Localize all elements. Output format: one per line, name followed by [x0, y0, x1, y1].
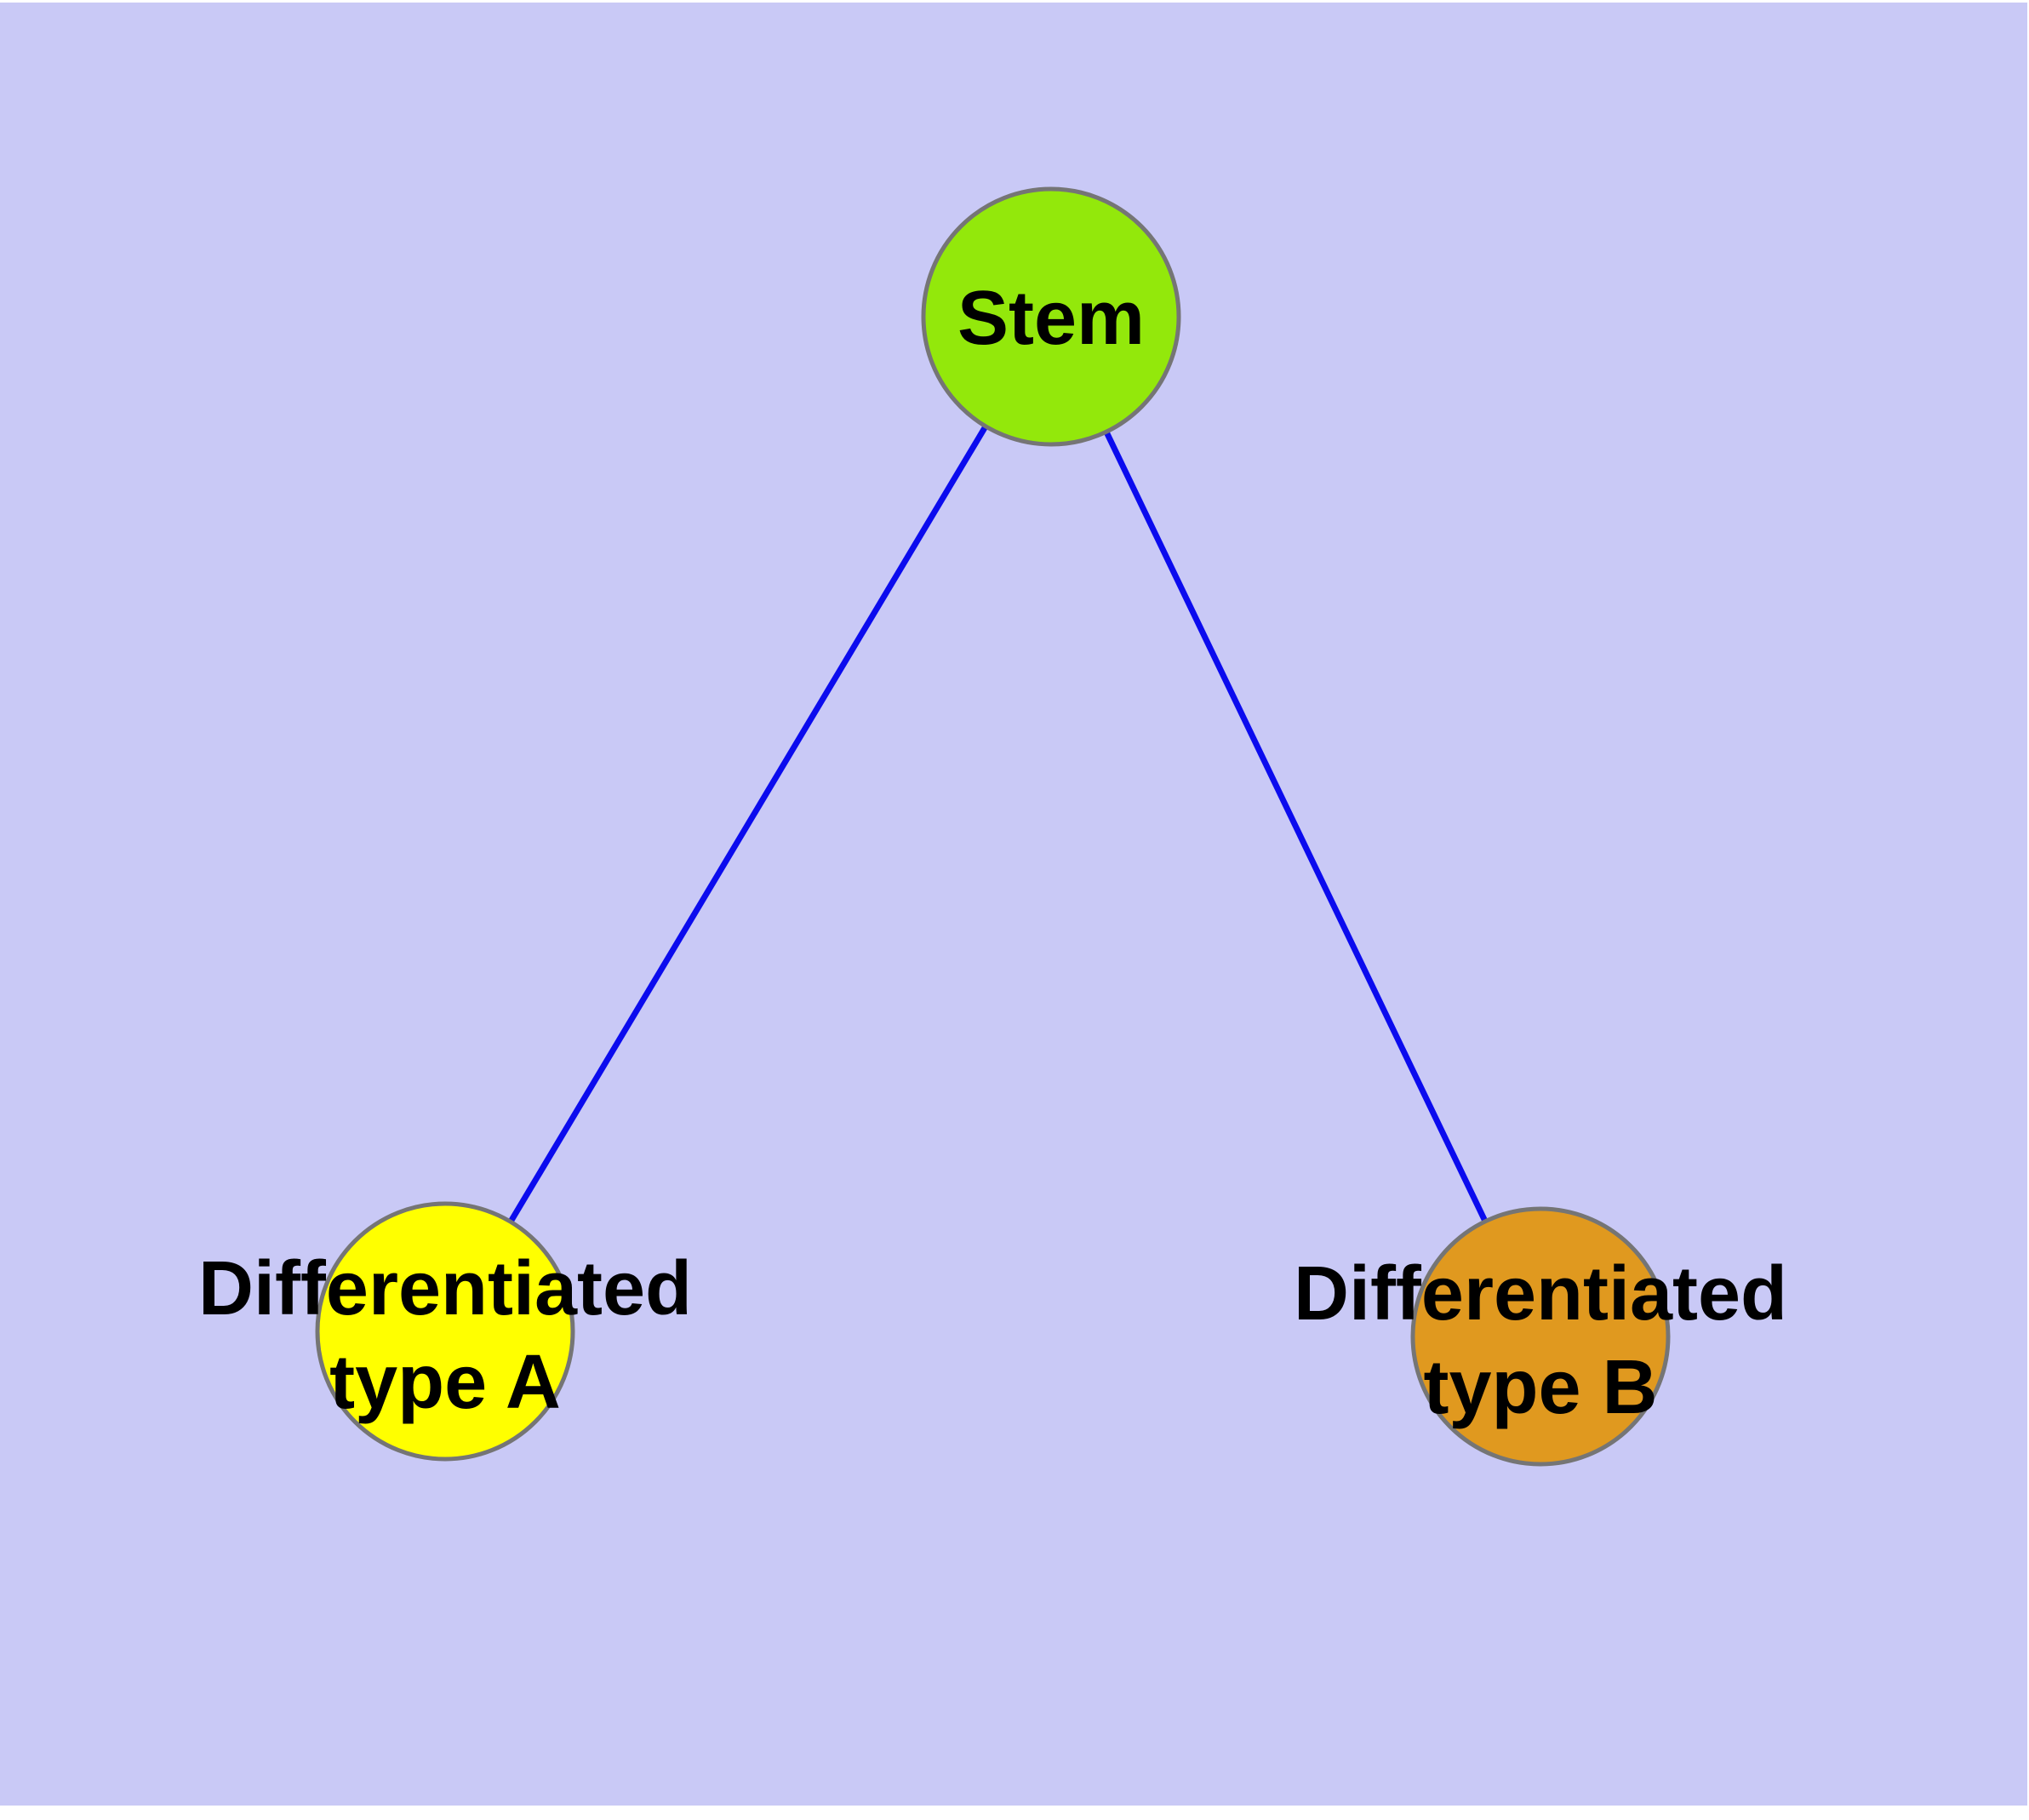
edge-stem-type-b: [1048, 315, 1544, 1338]
node-label-line: type A: [329, 1340, 561, 1425]
edge-stem-type-a: [442, 315, 1055, 1333]
node-label-line: type B: [1423, 1345, 1657, 1430]
node-label-line: Differentiated: [1294, 1251, 1787, 1336]
node-label-type-b: Differentiated type B: [1294, 1251, 1787, 1430]
node-label-line: Differentiated: [198, 1246, 692, 1331]
node-type-b: [1410, 1206, 1671, 1467]
node-label-stem: Stem: [957, 276, 1145, 361]
node-label-type-a: Differentiated type A: [198, 1246, 692, 1425]
node-label-line: Stem: [957, 276, 1145, 361]
node-stem: [921, 186, 1181, 447]
node-type-a: [315, 1201, 575, 1462]
